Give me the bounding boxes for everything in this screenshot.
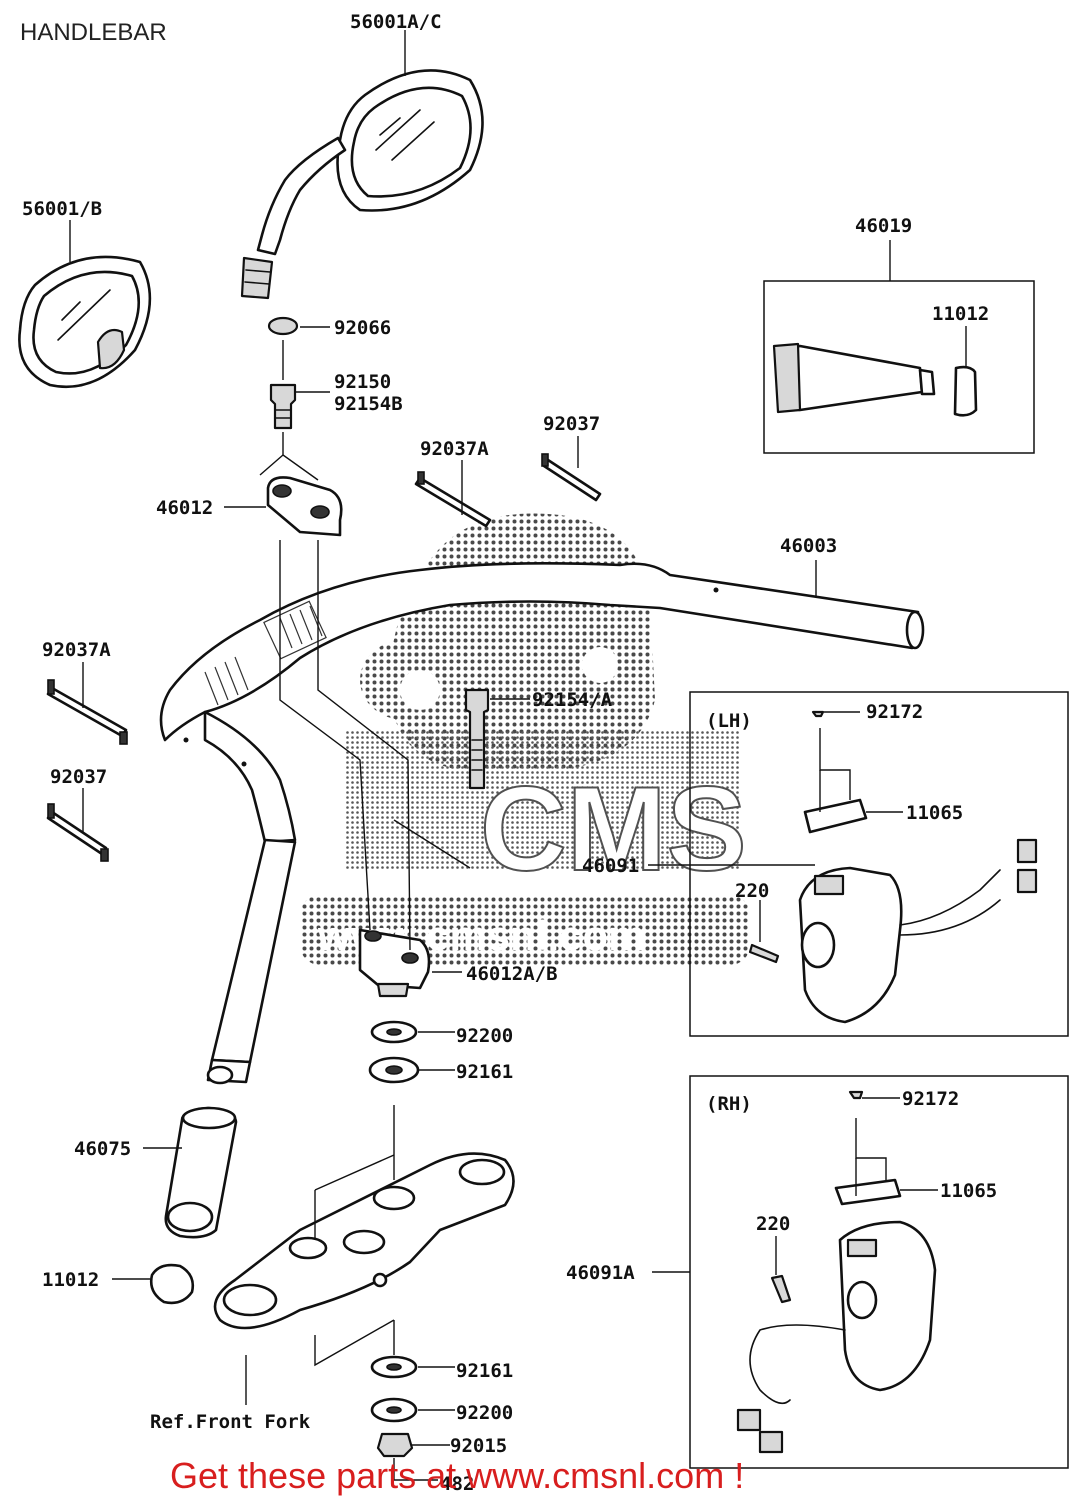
mirror-right-part xyxy=(240,69,484,300)
label-grip-left: 46075 xyxy=(74,1138,131,1160)
lower-holder-part xyxy=(358,928,431,998)
label-bolt-a: 92150 xyxy=(334,371,391,393)
lh-switch-part xyxy=(748,710,1038,1024)
label-mirror-left: 56001/B xyxy=(22,198,102,220)
label-lh-220: 220 xyxy=(735,880,769,902)
label-bracket: 92037 xyxy=(543,413,600,435)
label-bracket-2: 92037 xyxy=(50,766,107,788)
label-bolt-b: 92154B xyxy=(334,393,403,415)
label-nut: 92015 xyxy=(450,1435,507,1457)
rh-group-label: (RH) xyxy=(706,1093,752,1115)
footer-link-text[interactable]: Get these parts at www.cmsnl.com ! xyxy=(170,1455,744,1496)
part-labels: 56001A/C 56001/B 92066 92150 92154B 4601… xyxy=(22,11,997,1495)
upper-washers-part xyxy=(368,1020,420,1084)
lh-switch-box xyxy=(689,691,1069,1037)
label-holder-upper: 46012 xyxy=(156,497,213,519)
label-rh-switch: 46091A xyxy=(566,1262,635,1284)
label-lh-switch: 46091 xyxy=(582,855,639,877)
main-bolt-part xyxy=(464,688,490,790)
grip-assy-part xyxy=(772,342,978,417)
label-rh-220: 220 xyxy=(756,1213,790,1235)
mirror-left-part xyxy=(18,255,152,389)
page-title: HANDLEBAR xyxy=(20,19,167,46)
label-lh-screw: 92172 xyxy=(866,701,923,723)
label-washer-3: 92161 xyxy=(456,1360,513,1382)
watermark-cms-text: CMS xyxy=(480,762,747,896)
label-end-grip: 11012 xyxy=(932,303,989,325)
rh-switch-part xyxy=(736,1090,937,1454)
left-grip-part xyxy=(149,1106,238,1305)
label-holder-lower: 46012A/B xyxy=(466,963,558,985)
lower-washers-part xyxy=(370,1355,418,1458)
upper-holder-part xyxy=(266,476,343,537)
label-end-left: 11012 xyxy=(42,1269,99,1291)
label-cap: 92066 xyxy=(334,317,391,339)
label-mirror-right: 56001A/C xyxy=(350,11,442,33)
grip-assy-box xyxy=(763,280,1035,454)
label-part-482: 482 xyxy=(440,1473,474,1495)
label-ref-fork: Ref.Front Fork xyxy=(150,1411,311,1433)
label-washer-4: 92200 xyxy=(456,1402,513,1424)
lh-group-label: (LH) xyxy=(706,710,752,732)
label-washer-2: 92161 xyxy=(456,1061,513,1083)
cap-and-bolt-parts xyxy=(267,316,299,430)
leader-lines xyxy=(69,30,967,1481)
label-bracket-a-2: 92037A xyxy=(42,639,111,661)
label-grip-assy: 46019 xyxy=(855,215,912,237)
label-rh-cover: 11065 xyxy=(940,1180,997,1202)
label-washer-1: 92200 xyxy=(456,1025,513,1047)
label-lh-cover: 11065 xyxy=(906,802,963,824)
label-handlebar: 46003 xyxy=(780,535,837,557)
bracket-parts xyxy=(46,453,602,862)
label-rh-screw: 92172 xyxy=(902,1088,959,1110)
triple-clamp-part xyxy=(213,1152,515,1330)
label-bolt-main: 92154/A xyxy=(532,689,613,711)
label-bracket-a: 92037A xyxy=(420,438,489,460)
handlebar-part xyxy=(159,562,925,1085)
